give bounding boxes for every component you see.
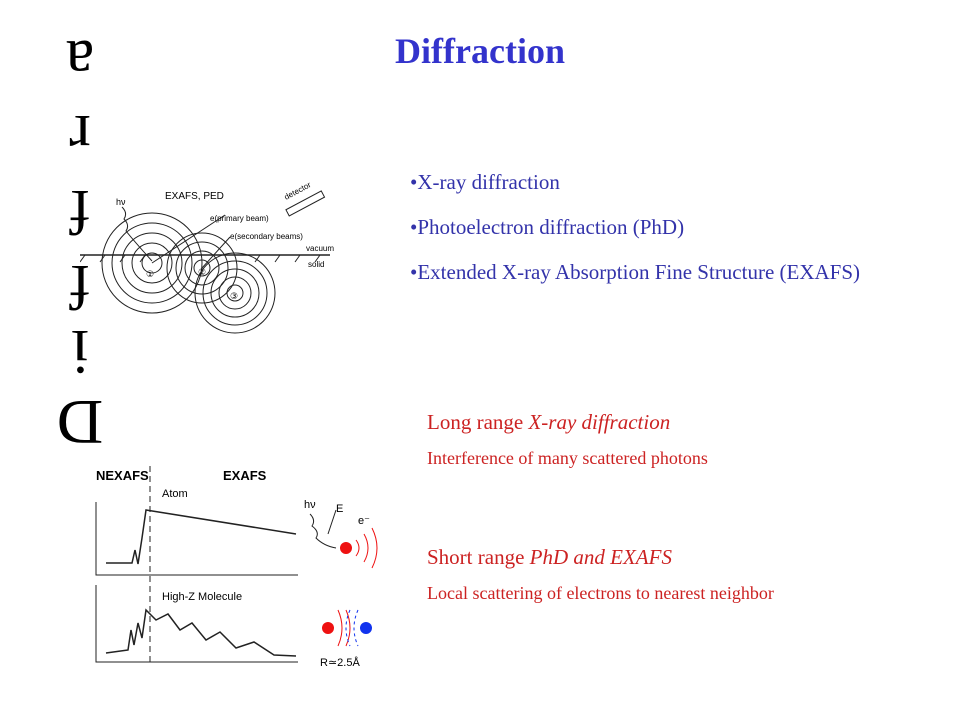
long-range-heading-italic: X-ray diffraction <box>528 410 671 434</box>
long-range-heading: Long range X-ray diffraction <box>427 410 847 435</box>
exafs-label: EXAFS <box>223 468 267 483</box>
atom-2-label: ② <box>198 267 206 277</box>
vertical-letter: r <box>69 102 91 173</box>
vacuum-label: vacuum <box>306 244 334 253</box>
absorber-atom-pair <box>322 622 334 634</box>
atom-label: Atom <box>162 488 188 500</box>
short-range-section: Short range PhD and EXAFS Local scatteri… <box>427 545 847 606</box>
nexafs-label: NEXAFS <box>96 468 149 483</box>
secondary-beams-label: e(secondary beams) <box>230 232 303 241</box>
hv-label: hν <box>116 197 126 207</box>
bullet-list: •X-ray diffraction •Photoelectron diffra… <box>410 168 890 303</box>
atom-3-label: ③ <box>230 291 238 301</box>
primary-beam-label: e(primary beam) <box>210 214 269 223</box>
short-range-heading-plain: Short range <box>427 545 530 569</box>
bullet-item: •Photoelectron diffraction (PhD) <box>410 215 685 239</box>
bullet-item: •Extended X-ray Absorption Fine Structur… <box>410 260 861 284</box>
long-range-section: Long range X-ray diffraction Interferenc… <box>427 410 847 471</box>
molecule-label: High-Z Molecule <box>162 591 242 603</box>
slide-title: Diffraction <box>395 31 565 71</box>
distance-label: R≃2.5Å <box>320 656 360 669</box>
detector-label: detector <box>283 180 313 202</box>
short-range-heading-italic: PhD and EXAFS <box>529 545 672 569</box>
neighbor-atom <box>360 622 372 634</box>
short-range-heading: Short range PhD and EXAFS <box>427 545 847 570</box>
vertical-letter: a <box>65 27 95 98</box>
long-range-description: Interference of many scattered photons <box>427 448 708 468</box>
solid-label: solid <box>308 260 324 269</box>
electron-label: e⁻ <box>358 515 370 527</box>
exafs-ped-diagram: EXAFS, PED hν detector e(primary beam) e… <box>80 180 334 334</box>
diagram-title: EXAFS, PED <box>165 191 224 202</box>
atom-1-label: ① <box>146 269 154 279</box>
nexafs-exafs-diagram: NEXAFS EXAFS Atom High-Z Molecule hν E e… <box>95 466 378 669</box>
bullet-item: •X-ray diffraction <box>410 170 560 194</box>
vertical-letter: D <box>56 387 104 458</box>
photon-hv-label: hν <box>304 499 316 511</box>
short-range-description: Local scattering of electrons to nearest… <box>427 583 774 603</box>
absorber-atom <box>340 542 352 554</box>
field-e-label: E <box>336 503 343 515</box>
long-range-heading-plain: Long range <box>427 410 529 434</box>
